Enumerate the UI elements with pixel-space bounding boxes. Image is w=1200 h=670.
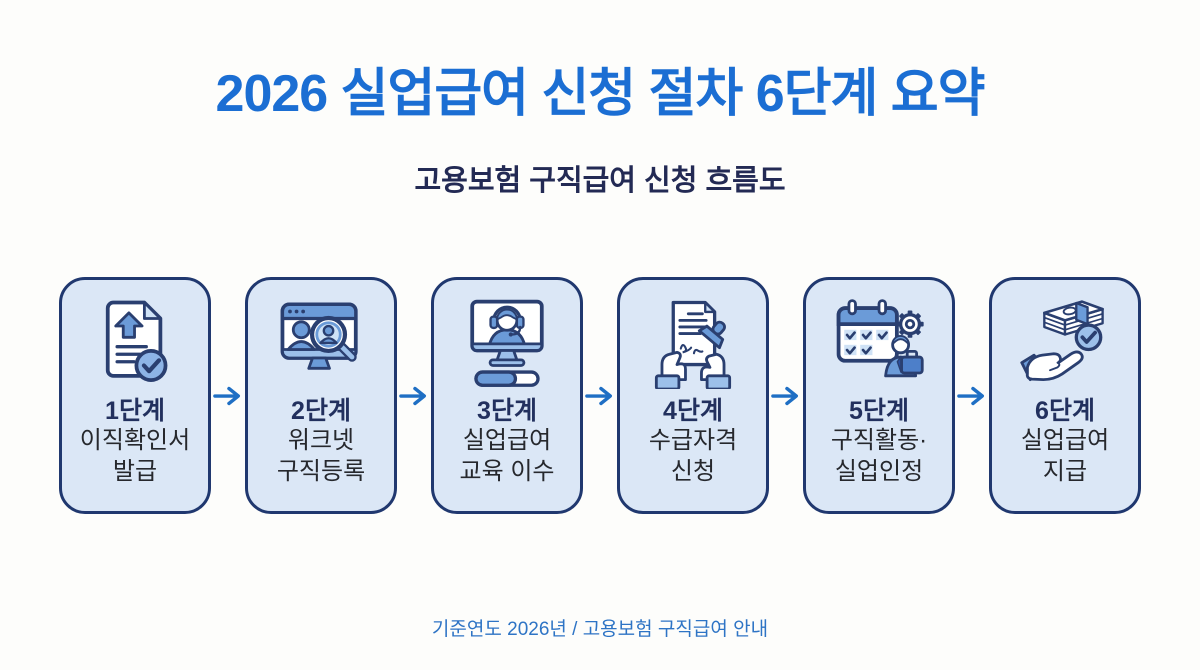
- step-text-line: 발급: [112, 457, 158, 485]
- step-card-5: 5단계 구직활동· 실업인정: [803, 277, 955, 514]
- step-text-line: 구직등록: [276, 457, 366, 485]
- monitor-job-search-icon: [271, 292, 371, 392]
- flow-arrow-icon: [583, 277, 617, 514]
- step-text-line: 수급자격: [648, 427, 738, 454]
- header: 2026 실업급여 신청 절차 6단계 요약 고용보험 구직급여 신청 흐름도: [0, 0, 1200, 199]
- process-flow: 1단계 이직확인서 발급 2단계 워크넷: [0, 277, 1200, 514]
- step-text-line: 교육 이수: [459, 457, 555, 485]
- step-number-label: 1단계: [105, 397, 165, 425]
- step-text-line: 신청: [670, 457, 716, 485]
- flow-arrow-icon: [211, 277, 245, 514]
- online-education-monitor-icon: [457, 292, 557, 392]
- step-text-line: 실업급여: [1020, 427, 1110, 454]
- step-text-line: 워크넷: [287, 427, 355, 454]
- step-card-4: 4단계 수급자격 신청: [617, 277, 769, 514]
- document-upload-check-icon: [85, 292, 185, 392]
- step-number-label: 3단계: [477, 397, 537, 425]
- step-number-label: 6단계: [1035, 397, 1095, 425]
- page-subtitle: 고용보험 구직급여 신청 흐름도: [414, 165, 786, 198]
- calendar-checklist-worker-icon: [829, 292, 929, 392]
- step-text-line: 실업인정: [834, 457, 924, 485]
- step-number-label: 2단계: [291, 397, 351, 425]
- cash-in-hand-check-icon: [1015, 292, 1115, 392]
- step-text-line: 이직확인서: [79, 427, 191, 454]
- step-card-3: 3단계 실업급여 교육 이수: [431, 277, 583, 514]
- step-number-label: 5단계: [849, 397, 909, 425]
- step-text-line: 구직활동·: [830, 427, 928, 454]
- page-title: 2026 실업급여 신청 절차 6단계 요약: [215, 65, 986, 123]
- application-stamp-hands-icon: [643, 292, 743, 392]
- step-card-2: 2단계 워크넷 구직등록: [245, 277, 397, 514]
- step-text-line: 지급: [1042, 457, 1088, 485]
- step-number-label: 4단계: [663, 397, 723, 425]
- step-card-1: 1단계 이직확인서 발급: [59, 277, 211, 514]
- step-card-6: 6단계 실업급여 지급: [989, 277, 1141, 514]
- step-text-line: 실업급여: [462, 427, 552, 454]
- flow-arrow-icon: [955, 277, 989, 514]
- flow-arrow-icon: [397, 277, 431, 514]
- footer-note: 기준연도 2026년 / 고용보험 구직급여 안내: [431, 619, 769, 640]
- flow-arrow-icon: [769, 277, 803, 514]
